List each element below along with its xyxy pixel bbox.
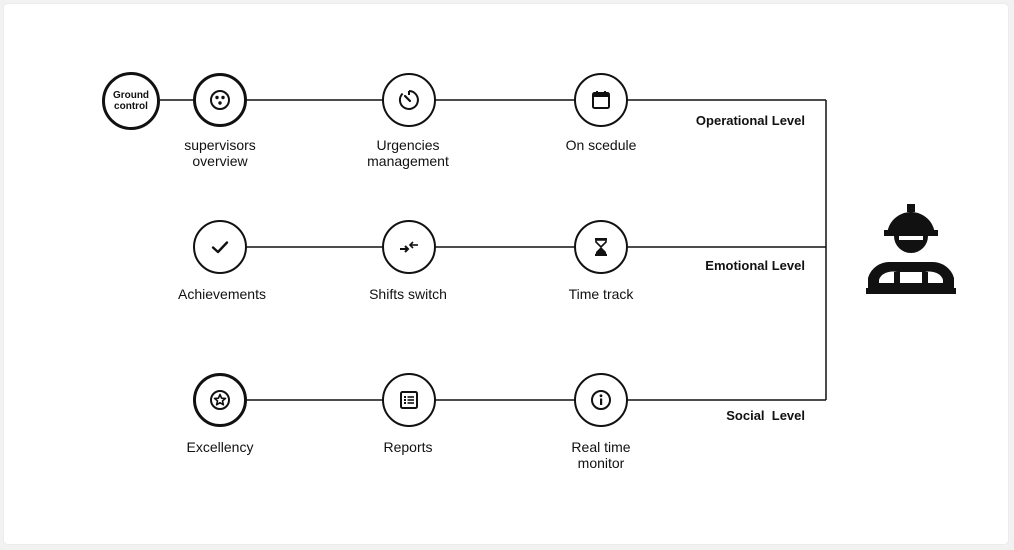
- worker-helmet-icon: [866, 204, 956, 294]
- label-supervisors-overview: supervisors overview: [184, 137, 256, 169]
- node-reports[interactable]: [382, 373, 436, 427]
- node-real-time-monitor[interactable]: [574, 373, 628, 427]
- label-on-schedule: On scedule: [565, 137, 637, 153]
- label-achievements: Achievements: [178, 286, 266, 302]
- level-emotional: Emotional Level: [705, 258, 805, 273]
- ground-control-node[interactable]: Ground control: [102, 72, 160, 130]
- level-social: Social Level: [726, 408, 805, 423]
- node-supervisors-overview[interactable]: [193, 73, 247, 127]
- node-shifts-switch[interactable]: [382, 220, 436, 274]
- label-shifts-switch: Shifts switch: [369, 286, 447, 302]
- ground-control-label: Ground control: [112, 90, 150, 112]
- label-real-time-monitor: Real time monitor: [571, 439, 631, 471]
- info-icon: [591, 390, 611, 410]
- node-on-schedule[interactable]: [574, 73, 628, 127]
- star-circle-icon: [210, 390, 230, 410]
- label-reports: Reports: [383, 439, 433, 455]
- label-excellency: Excellency: [186, 439, 254, 455]
- diagram-card: [4, 4, 1008, 544]
- label-urgencies-management: Urgencies management: [367, 137, 449, 169]
- node-achievements[interactable]: [193, 220, 247, 274]
- label-time-track: Time track: [568, 286, 634, 302]
- node-excellency[interactable]: [193, 373, 247, 427]
- checkmark-icon: [211, 241, 229, 254]
- calendar-icon: [592, 91, 610, 109]
- hourglass-icon: [595, 238, 607, 256]
- swap-arrows-icon: [400, 241, 418, 253]
- dots-circle-icon: [210, 90, 230, 110]
- timer-icon: [398, 90, 419, 110]
- node-urgencies-management[interactable]: [382, 73, 436, 127]
- list-report-icon: [400, 391, 418, 409]
- level-operational: Operational Level: [695, 113, 805, 128]
- node-time-track[interactable]: [574, 220, 628, 274]
